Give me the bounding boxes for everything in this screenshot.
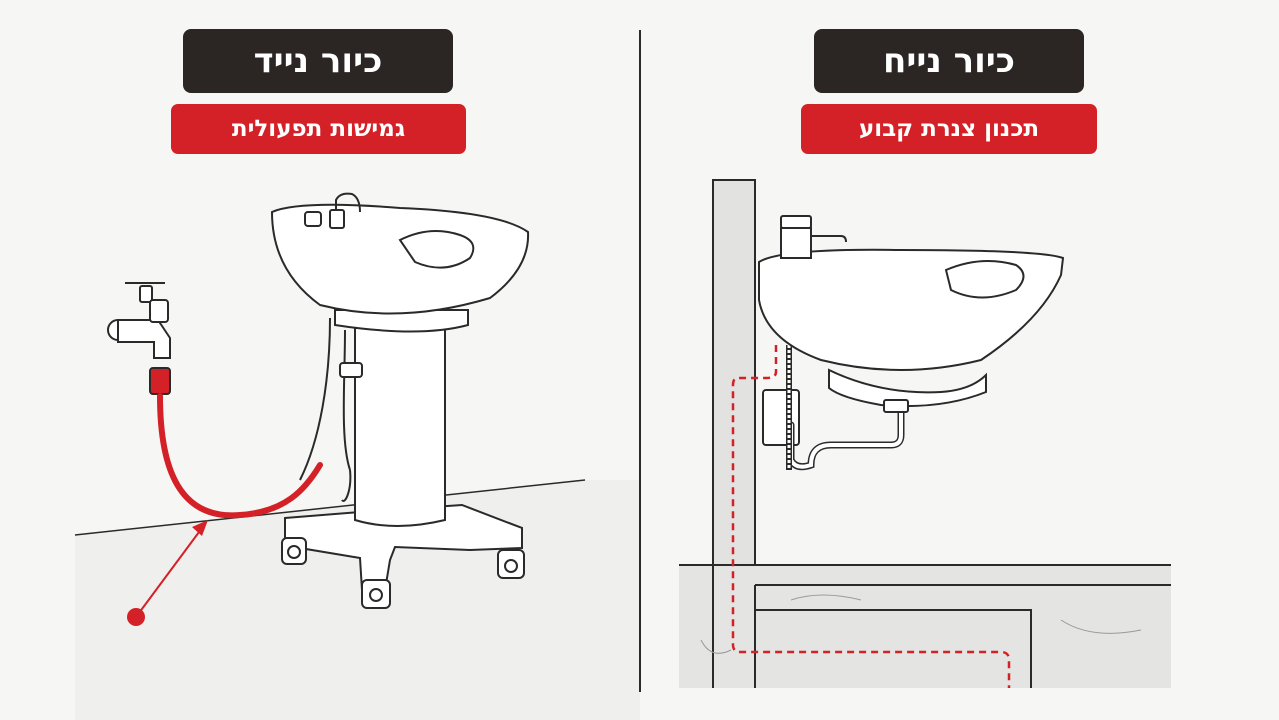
wall-section-icon (712, 179, 756, 566)
hose-connector-icon (149, 367, 171, 395)
wheeled-base-icon (281, 503, 525, 609)
fixed-sink-panel: כיור נייח תכנון צנרת קבוע (641, 0, 1279, 720)
floor-slab-icon (679, 564, 1171, 688)
portable-sink-panel: כיור נייד גמישות תפעולית (74, 29, 586, 626)
portable-sink-subtitle: גמישות תפעולית (171, 104, 466, 154)
wall-mounted-basin-icon (758, 215, 1065, 413)
shower-hose-icon (299, 317, 352, 502)
shampoo-basin-icon (270, 192, 530, 315)
concealed-pipe-icon (731, 345, 1011, 688)
panel-divider (639, 30, 641, 692)
flexible-hose-icon (157, 393, 323, 519)
portable-sink-title: כיור נייד (183, 29, 453, 93)
fixed-sink-subtitle: תכנון צנרת קבוע (801, 104, 1097, 154)
fixed-sink-title: כיור נייח (814, 29, 1084, 93)
wall-faucet-icon (107, 282, 171, 359)
drain-trap-icon (787, 401, 905, 471)
fixed-sink-illustration (679, 179, 1171, 688)
portable-sink-illustration (74, 192, 586, 626)
annotation-arrow-icon (127, 520, 208, 626)
pedestal-column-icon (334, 309, 469, 527)
